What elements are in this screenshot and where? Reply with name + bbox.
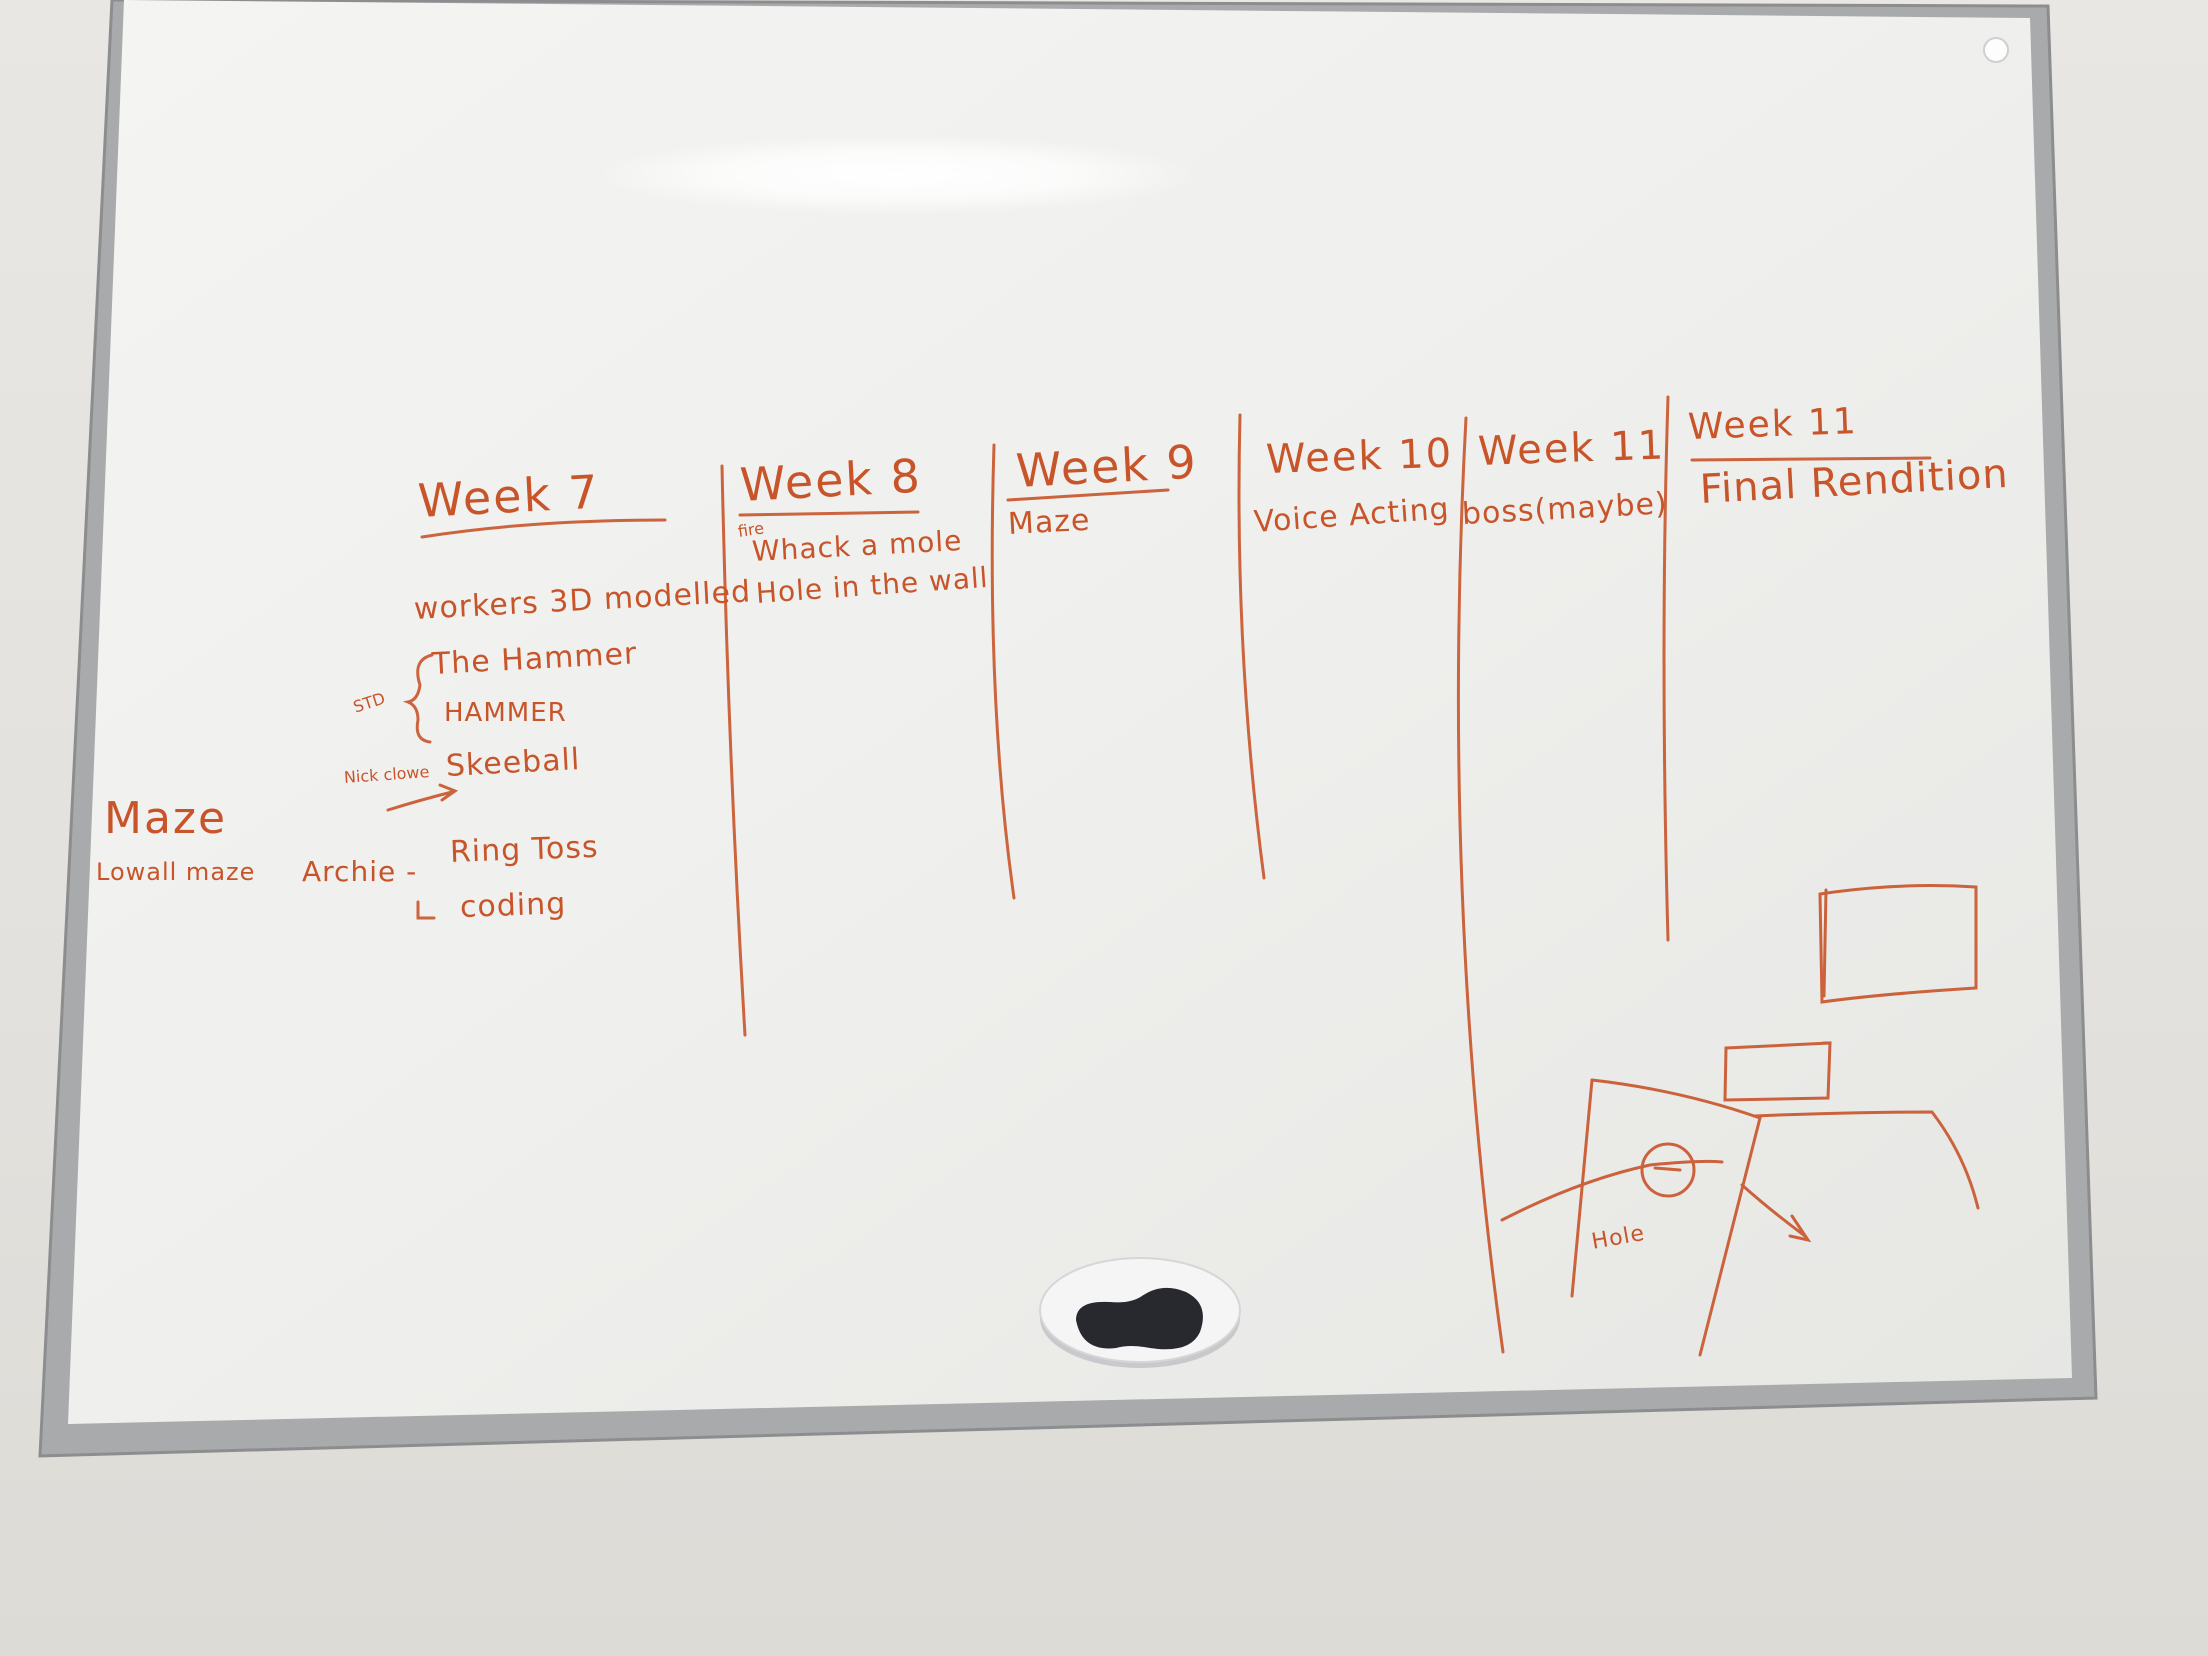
week12-underline: [1690, 456, 1932, 462]
divider-2: [990, 443, 1016, 900]
ring-sketch: [1500, 884, 1980, 1357]
week7-archie-label: Archie -: [302, 855, 418, 888]
week12-heading: Week 11: [1687, 401, 1859, 448]
light-reflection: [595, 135, 1195, 215]
week9-heading: Week 9: [1014, 434, 1200, 498]
divider-4: [1456, 416, 1505, 1354]
week8-underline: [738, 510, 920, 517]
divider-5: [1662, 395, 1670, 942]
week7-item-coding: coding: [459, 886, 567, 925]
week7-item-skeeball: Skeeball: [445, 741, 582, 784]
arrow-line: [386, 790, 454, 812]
side-note-subtitle: Lowall maze: [96, 858, 256, 886]
divider-3: [1237, 413, 1266, 880]
week7-underline: [420, 518, 667, 539]
eraser[interactable]: [1030, 1240, 1250, 1380]
side-note-title: Maze: [104, 793, 228, 844]
week7-item-hammer: HAMMER: [444, 698, 567, 728]
week10-heading: Week 10: [1265, 430, 1454, 483]
week9-item-maze: Maze: [1007, 502, 1092, 542]
week7-heading: Week 7: [416, 464, 602, 528]
board-surface: [68, 0, 2072, 1424]
week9-underline: [1006, 488, 1170, 502]
coding-marker: [416, 900, 436, 920]
week11-heading: Week 11: [1477, 422, 1666, 475]
week7-item-ring-toss: Ring Toss: [449, 829, 600, 870]
arrow-head: [438, 783, 459, 802]
week8-heading: Week 8: [738, 448, 924, 512]
std-brace: [402, 653, 434, 744]
divider-1: [720, 464, 747, 1037]
magnet: [1983, 37, 2009, 63]
